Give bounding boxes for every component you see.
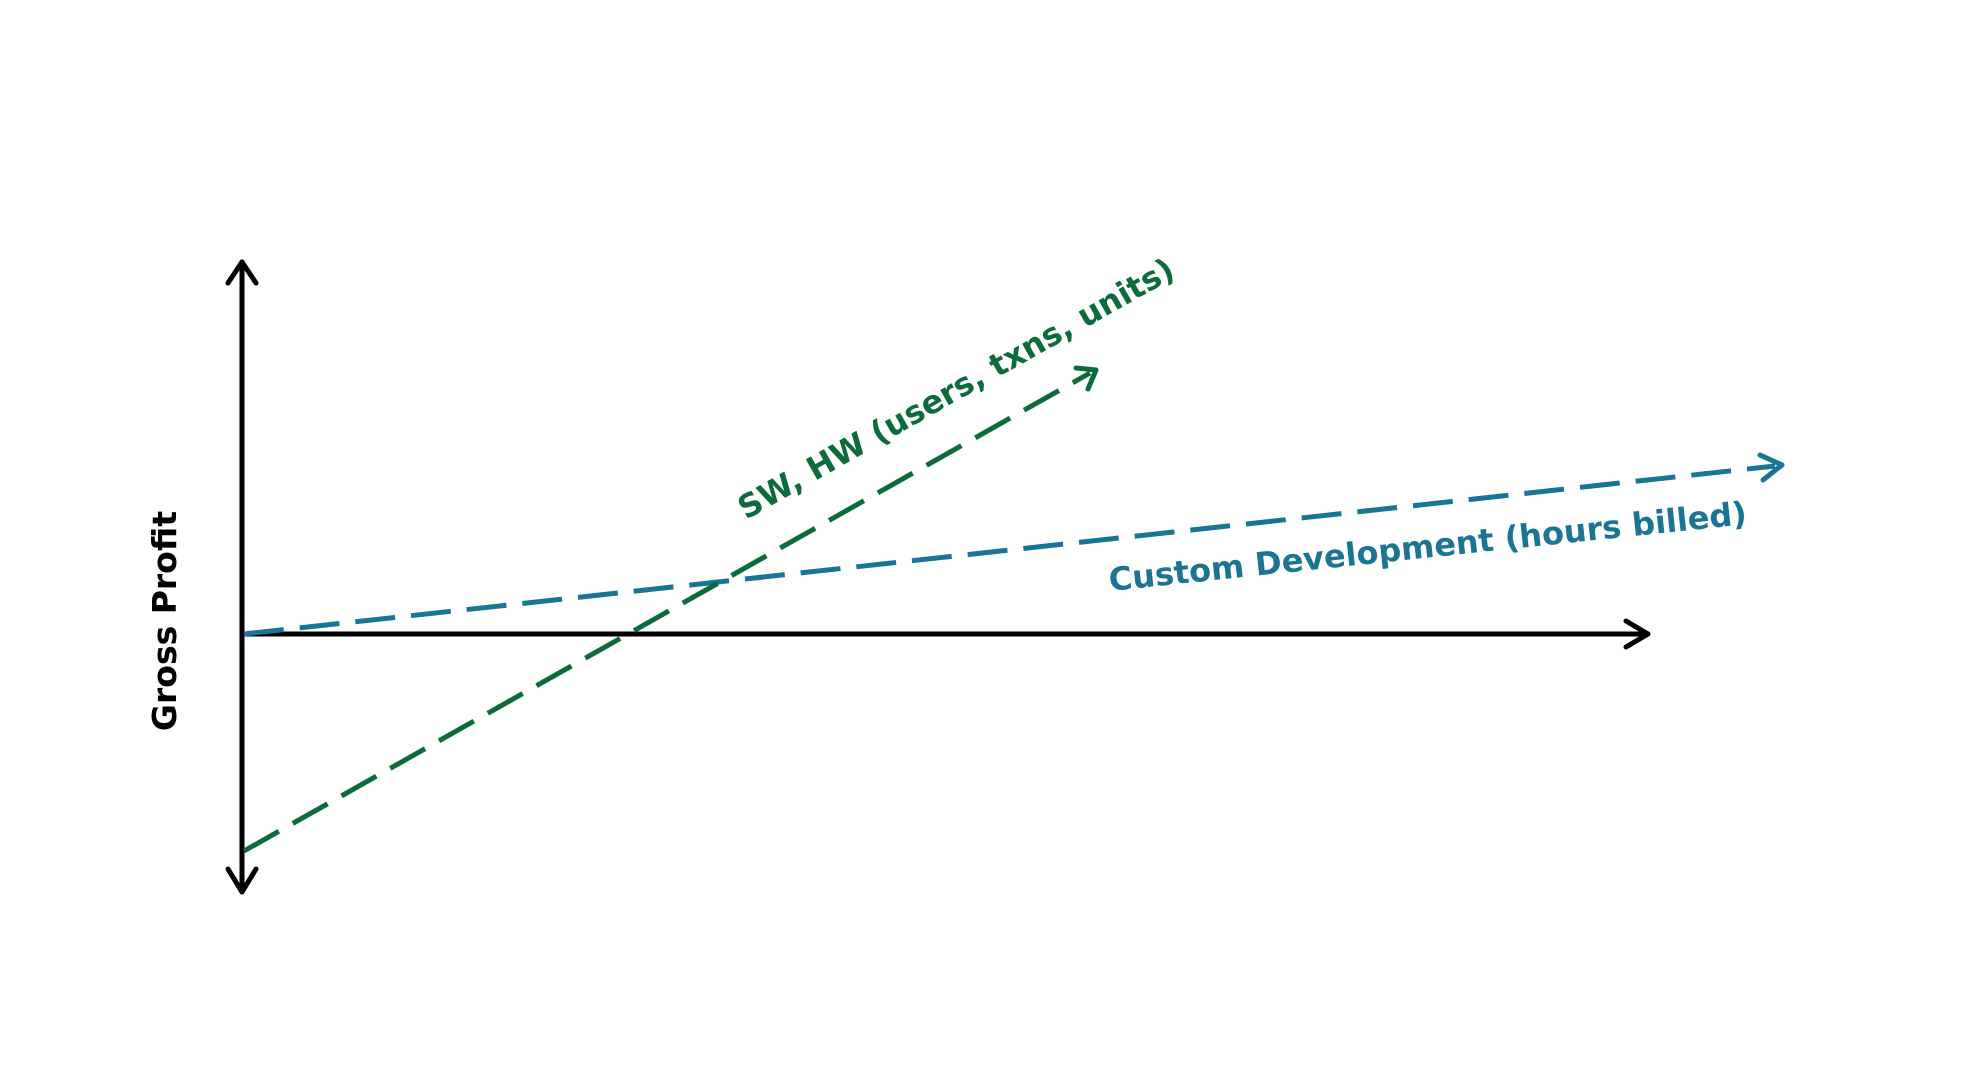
sw-hw-arrowhead xyxy=(1073,365,1099,392)
y-axis xyxy=(225,259,259,895)
custom-development-label: Custom Development (hours billed) xyxy=(1107,494,1749,599)
custom-development-arrowhead xyxy=(1757,452,1785,483)
sw-hw-line xyxy=(242,365,1099,854)
y-axis-bottom-arrowhead xyxy=(225,866,259,895)
y-axis-label: Gross Profit xyxy=(145,511,184,731)
sw-hw-label: SW, HW (users, txns, units) xyxy=(731,250,1181,527)
x-axis-arrowhead xyxy=(1623,618,1651,650)
x-axis xyxy=(239,618,1651,650)
sw-hw-dashed-line xyxy=(242,370,1092,854)
y-axis-top-arrowhead xyxy=(225,259,259,286)
custom-development-line xyxy=(243,452,1785,637)
custom-development-dashed-line xyxy=(243,463,1776,637)
